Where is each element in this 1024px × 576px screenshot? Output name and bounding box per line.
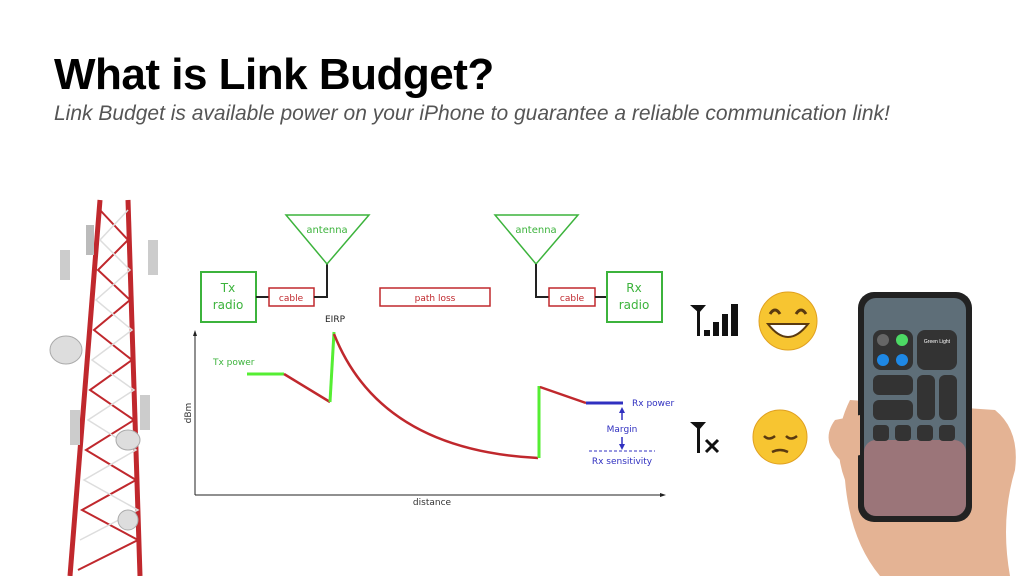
cable-left-label: cable [279,294,304,304]
slide-title: What is Link Budget? [54,50,494,99]
antenna-left-triangle [284,214,371,266]
rx-power-label: Rx power [632,399,675,409]
rx-radio-label-2: radio [619,298,650,312]
rx-sensitivity-label: Rx sensitivity [592,457,653,467]
no-signal-icon [690,422,720,454]
pensive-face-emoji-icon [752,409,808,465]
power-graph: distance dBm EIRP Tx power Rx power Marg… [184,315,675,508]
full-signal-icon [690,304,738,336]
cell-tower-image [49,199,158,576]
iphone-in-hand-image: Green Light [828,292,1016,576]
antenna-right-triangle [493,214,580,266]
y-axis-label: dBm [184,403,194,424]
path-loss-label: path loss [415,294,456,304]
eirp-label: EIRP [325,315,346,325]
antenna-left-label: antenna [306,225,347,236]
antenna-right-label: antenna [515,225,556,236]
x-axis-label: distance [413,498,452,508]
rx-radio-box [606,271,663,323]
tx-radio-label-1: Tx [220,281,235,295]
cable-right-label: cable [560,294,585,304]
tx-radio-box [200,271,257,323]
slide-subtitle: Link Budget is available power on your i… [54,102,890,125]
tx-radio-label-2: radio [213,298,244,312]
margin-label: Margin [607,425,638,435]
rx-radio-label-1: Rx [626,281,641,295]
grinning-face-emoji-icon [758,291,818,351]
phone-control-label: Green Light [924,339,951,345]
path-loss-box [379,287,491,307]
tx-power-label: Tx power [212,358,255,368]
